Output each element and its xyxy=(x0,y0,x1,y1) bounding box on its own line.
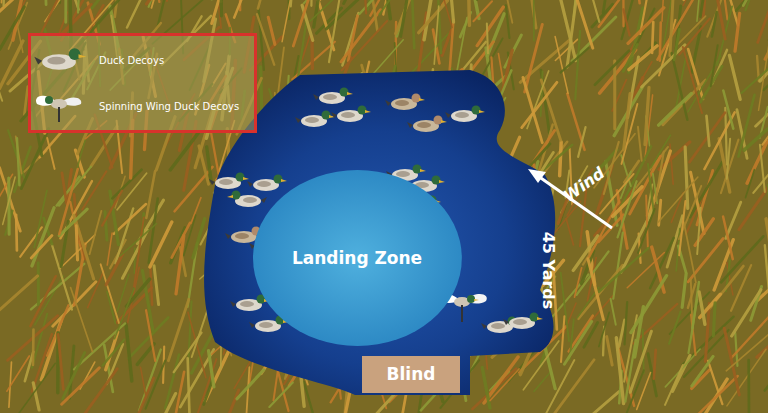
duck-decoy xyxy=(407,116,447,133)
legend-text: Spinning Wing Duck Decoys xyxy=(99,101,239,112)
node-text: Blind xyxy=(387,364,436,384)
duck-decoy xyxy=(209,173,249,190)
duck-decoy xyxy=(503,313,543,330)
duck-decoy xyxy=(445,106,485,123)
duck-decoy xyxy=(34,48,86,69)
duck-decoy xyxy=(227,191,267,208)
duck-decoy xyxy=(247,175,287,192)
landing-zone-ellipse: Landing Zone xyxy=(253,170,462,346)
distance-label: 45 Yards xyxy=(540,231,559,309)
duck-decoy xyxy=(331,106,371,123)
node-text: Landing Zone xyxy=(292,248,422,268)
duck-decoy xyxy=(295,111,335,128)
decoy-sample xyxy=(31,42,91,78)
legend-text: Duck Decoys xyxy=(99,55,164,66)
legend-row: Duck Decoys xyxy=(31,42,164,78)
duck-decoy xyxy=(313,88,353,105)
blind-box: Blind xyxy=(362,356,460,393)
spinning-decoy-sample xyxy=(31,88,91,124)
legend-row: Spinning Wing Duck Decoys xyxy=(31,88,239,124)
duck-decoy xyxy=(385,94,425,111)
legend-box: Duck DecoysSpinning Wing Duck Decoys xyxy=(28,33,257,133)
